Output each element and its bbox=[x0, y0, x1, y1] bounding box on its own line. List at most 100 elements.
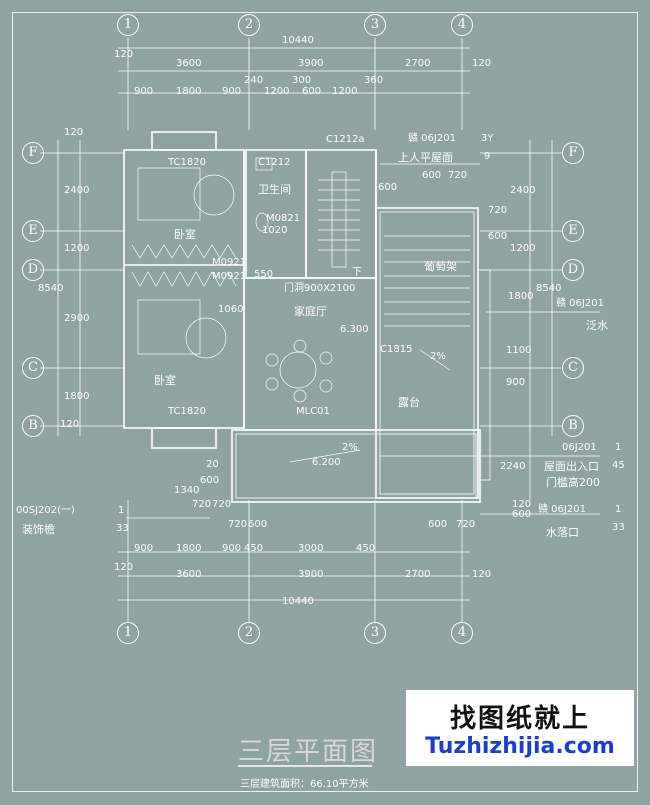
axis-bubble-E-right: E bbox=[562, 220, 584, 242]
callout-flood-text: 泛水 bbox=[586, 319, 608, 332]
room-terrace: 露台 bbox=[398, 396, 420, 409]
label-m0921-a: M0921 bbox=[212, 257, 247, 268]
dim-right-bay-3: 1800 bbox=[508, 291, 534, 302]
room-family-hall: 家庭厅 bbox=[294, 305, 327, 318]
callout-drain-num: 1 bbox=[615, 504, 622, 515]
dim-misc-12: 1020 bbox=[262, 225, 288, 236]
dim-misc-16: 600 bbox=[512, 509, 532, 520]
callout-flood-ref: 赣 06J201 bbox=[556, 298, 604, 309]
dim-bottom-detail-2: 1800 bbox=[176, 543, 202, 554]
axis-bubble-F-right: F bbox=[562, 142, 584, 164]
dim-right-edge-3: 720 bbox=[488, 205, 508, 216]
axis-bubble-2-bottom: 2 bbox=[238, 622, 260, 644]
callout-eave-text: 装饰檐 bbox=[22, 523, 55, 536]
room-bedroom-top: 卧室 bbox=[174, 228, 196, 241]
dim-misc-2: 600 bbox=[422, 170, 442, 181]
dim-bottom-edge-left: 120 bbox=[114, 562, 134, 573]
watermark-banner: 找图纸就上 Tuzhizhijia.com bbox=[406, 690, 634, 766]
axis-bubble-E-left: E bbox=[22, 220, 44, 242]
room-bedroom-bottom: 卧室 bbox=[154, 374, 176, 387]
axis-bubble-B-right: B bbox=[562, 415, 584, 437]
dim-left-bay-2: 1200 bbox=[64, 243, 90, 254]
label-elev-hall: 6.300 bbox=[340, 324, 369, 335]
axis-bubble-4-top: 4 bbox=[451, 14, 473, 36]
label-slope-2: 2% bbox=[342, 442, 358, 453]
dim-bottom-detail-5: 3000 bbox=[298, 543, 324, 554]
dim-right-bay-4: 1100 bbox=[506, 345, 532, 356]
label-m0821: M0821 bbox=[266, 213, 301, 224]
watermark-cn-text: 找图纸就上 bbox=[449, 704, 590, 734]
dim-misc-15: 20 bbox=[206, 459, 219, 470]
dim-bottom-detail-3: 900 bbox=[222, 543, 242, 554]
axis-bubble-1-bottom: 1 bbox=[117, 622, 139, 644]
dim-top-detail-7: 600 bbox=[302, 86, 322, 97]
dim-misc-1: 600 bbox=[378, 182, 398, 193]
dim-misc-11: 600 bbox=[200, 475, 220, 486]
axis-bubble-F-left: F bbox=[22, 142, 44, 164]
label-opening: 门洞900X2100 bbox=[284, 283, 356, 294]
label-m0921-b: M0921 bbox=[212, 271, 247, 282]
dim-top-detail-9: 360 bbox=[364, 75, 384, 86]
callout-eave-sheet: 33 bbox=[116, 523, 129, 534]
dim-left-total: 8540 bbox=[38, 283, 64, 294]
dim-bottom-detail-6: 450 bbox=[356, 543, 376, 554]
callout-eave-ref: 00SJ202(一) bbox=[16, 505, 75, 516]
watermark-en-text: Tuzhizhijia.com bbox=[425, 734, 615, 759]
callout-exit-text1: 屋面出入口 bbox=[544, 460, 599, 473]
dim-bottom-edge-right: 120 bbox=[472, 569, 492, 580]
dim-left-edge-bottom: 120 bbox=[60, 419, 80, 430]
label-c1212: C1212 bbox=[258, 157, 291, 168]
axis-bubble-D-left: D bbox=[22, 259, 44, 281]
callout-roof-ref: 赣 06J201 bbox=[408, 133, 456, 144]
dim-top-edge-right: 120 bbox=[472, 58, 492, 69]
callout-drain-ref: 赣 06J201 bbox=[538, 504, 586, 515]
dim-misc-3: 720 bbox=[448, 170, 468, 181]
dim-bottom-bay-1: 3600 bbox=[176, 569, 202, 580]
dim-left-bay-4: 1800 bbox=[64, 391, 90, 402]
dim-right-bay-2: 1200 bbox=[510, 243, 536, 254]
dim-left-edge-top: 120 bbox=[64, 127, 84, 138]
label-tc1820-bottom: TC1820 bbox=[168, 406, 206, 417]
dim-misc-13: 1060 bbox=[218, 304, 244, 315]
dim-top-bay-1: 3600 bbox=[176, 58, 202, 69]
axis-bubble-C-right: C bbox=[562, 357, 584, 379]
dim-top-detail-8: 1200 bbox=[332, 86, 358, 97]
label-c1212a: C1212a bbox=[326, 134, 365, 145]
dim-bottom-detail-4: 450 bbox=[244, 543, 264, 554]
dim-misc-4: 720 bbox=[456, 519, 476, 530]
axis-bubble-3-top: 3 bbox=[364, 14, 386, 36]
axis-bubble-C-left: C bbox=[22, 357, 44, 379]
drawing-subtitle: 三层建筑面积：66.10平方米 bbox=[240, 779, 369, 790]
dim-misc-9: 1340 bbox=[174, 485, 200, 496]
dim-bottom-detail-1: 900 bbox=[134, 543, 154, 554]
dim-right-bay-6: 2240 bbox=[500, 461, 526, 472]
dim-top-detail-5: 1200 bbox=[264, 86, 290, 97]
dim-top-detail-3: 900 bbox=[222, 86, 242, 97]
dim-top-detail-1: 900 bbox=[134, 86, 154, 97]
dim-left-bay-1: 2400 bbox=[64, 185, 90, 196]
dim-right-edge-2: 600 bbox=[488, 231, 508, 242]
title-underline bbox=[238, 765, 372, 767]
label-slope-1: 2% bbox=[430, 351, 446, 362]
axis-bubble-D-right: D bbox=[562, 259, 584, 281]
dim-right-total: 8540 bbox=[536, 283, 562, 294]
dim-misc-7: 600 bbox=[428, 519, 448, 530]
callout-exit-num: 1 bbox=[615, 442, 622, 453]
dim-misc-10: 720 bbox=[192, 499, 212, 510]
dim-top-detail-4: 240 bbox=[244, 75, 264, 86]
label-tc1820-top: TC1820 bbox=[168, 157, 206, 168]
label-mlc01: MLC01 bbox=[296, 406, 330, 417]
dim-top-detail-6: 300 bbox=[292, 75, 312, 86]
dim-top-edge-left: 120 bbox=[114, 49, 134, 60]
drawing-frame bbox=[12, 12, 638, 792]
callout-drain-text: 水落口 bbox=[546, 526, 579, 539]
room-bathroom: 卫生间 bbox=[258, 183, 291, 196]
axis-bubble-1-top: 1 bbox=[117, 14, 139, 36]
dim-top-detail-2: 1800 bbox=[176, 86, 202, 97]
dim-misc-6: 600 bbox=[248, 519, 268, 530]
dim-bottom-total: 10440 bbox=[282, 596, 314, 607]
dim-top-bay-3: 2700 bbox=[405, 58, 431, 69]
dim-misc-8: 720 bbox=[212, 499, 232, 510]
dim-right-edge-1: 120 bbox=[512, 499, 532, 510]
